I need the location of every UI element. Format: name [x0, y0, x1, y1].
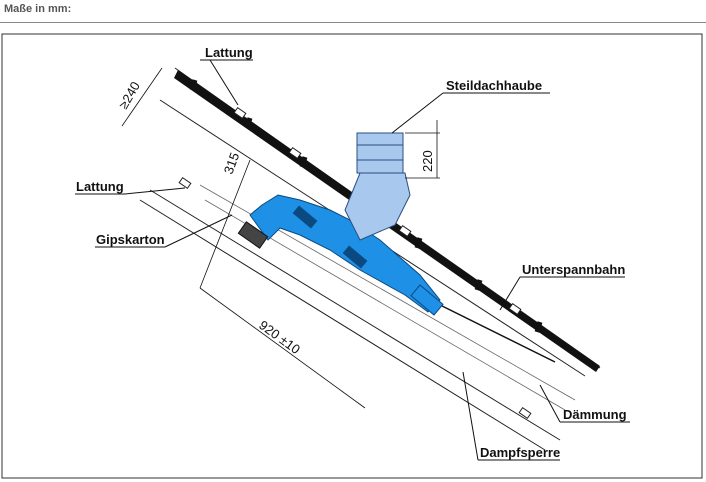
- label-unterspannbahn: Unterspannbahn: [522, 262, 625, 277]
- steildachhaube-hood: [344, 132, 411, 241]
- label-dampfsperre: Dampfsperre: [480, 445, 560, 460]
- ventilation-pipe: [237, 194, 444, 316]
- dimension-315: 315: [221, 151, 243, 177]
- label-daemmung: Dämmung: [563, 407, 627, 422]
- label-lattung-top: Lattung: [205, 45, 253, 60]
- diagram-frame: [1, 33, 703, 479]
- dimension-240: ≥240: [116, 79, 143, 111]
- dimension-220: 220: [420, 150, 435, 172]
- header-divider: [0, 22, 706, 23]
- page-title: Maße in mm:: [4, 3, 72, 15]
- label-lattung-left: Lattung: [76, 179, 124, 194]
- dimension-lines: [121, 67, 440, 409]
- membrane-line: [429, 299, 556, 363]
- leader-lines: [75, 59, 630, 461]
- label-steildachhaube: Steildachhaube: [446, 78, 542, 93]
- label-gipskarton: Gipskarton: [96, 232, 165, 247]
- dimension-920: 920 ±10: [256, 317, 303, 357]
